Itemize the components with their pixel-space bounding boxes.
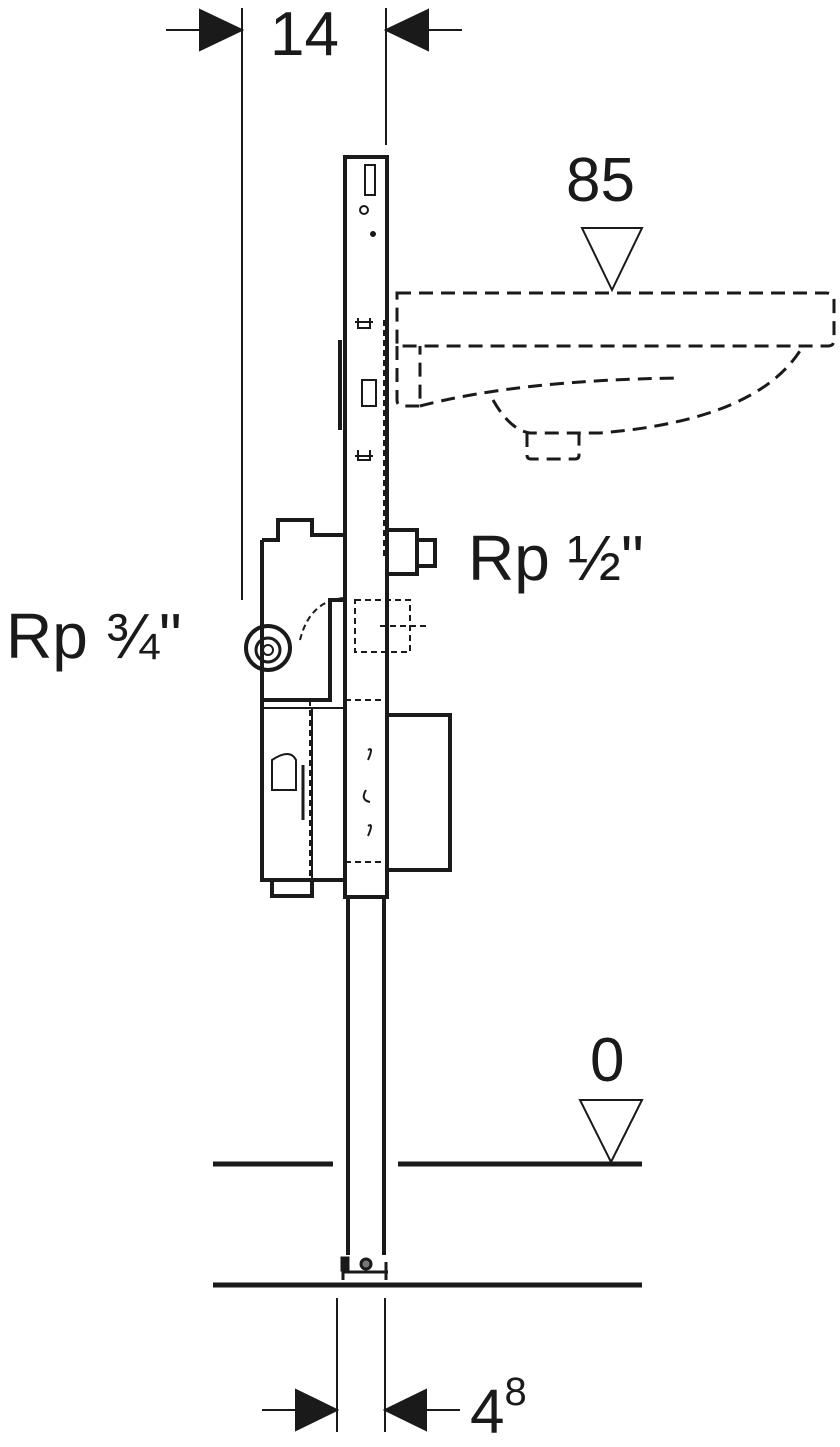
base-depth-fraction: 8 (504, 1370, 527, 1414)
thread-size: ½" (567, 522, 644, 594)
floor-level-label: 0 (590, 1026, 625, 1095)
basin-height-label: 85 (566, 146, 635, 215)
frame-depth-label: 14 (270, 0, 339, 69)
frame-foot (340, 1256, 388, 1280)
installation-box (385, 713, 452, 872)
frame-upright (343, 155, 389, 1255)
thread-size: ¾" (105, 600, 182, 672)
thread-type: Rp (6, 600, 88, 672)
top-dimension (166, 8, 462, 600)
bottom-dimension (262, 1298, 460, 1432)
fitting-housing (244, 518, 346, 898)
supply-connection (385, 528, 437, 576)
supply-connection-label: Rp ½" (468, 526, 644, 590)
level-marker-0 (578, 1099, 644, 1165)
thread-type: Rp (468, 522, 550, 594)
base-depth-value: 4 (470, 1377, 505, 1447)
base-depth-label: 48 (470, 1372, 527, 1447)
level-marker-85 (580, 227, 644, 293)
mixer-dashed (345, 599, 430, 863)
drain-connection-label: Rp ¾" (6, 604, 182, 668)
washbasin-outline (395, 291, 836, 461)
frame-details (338, 164, 385, 837)
